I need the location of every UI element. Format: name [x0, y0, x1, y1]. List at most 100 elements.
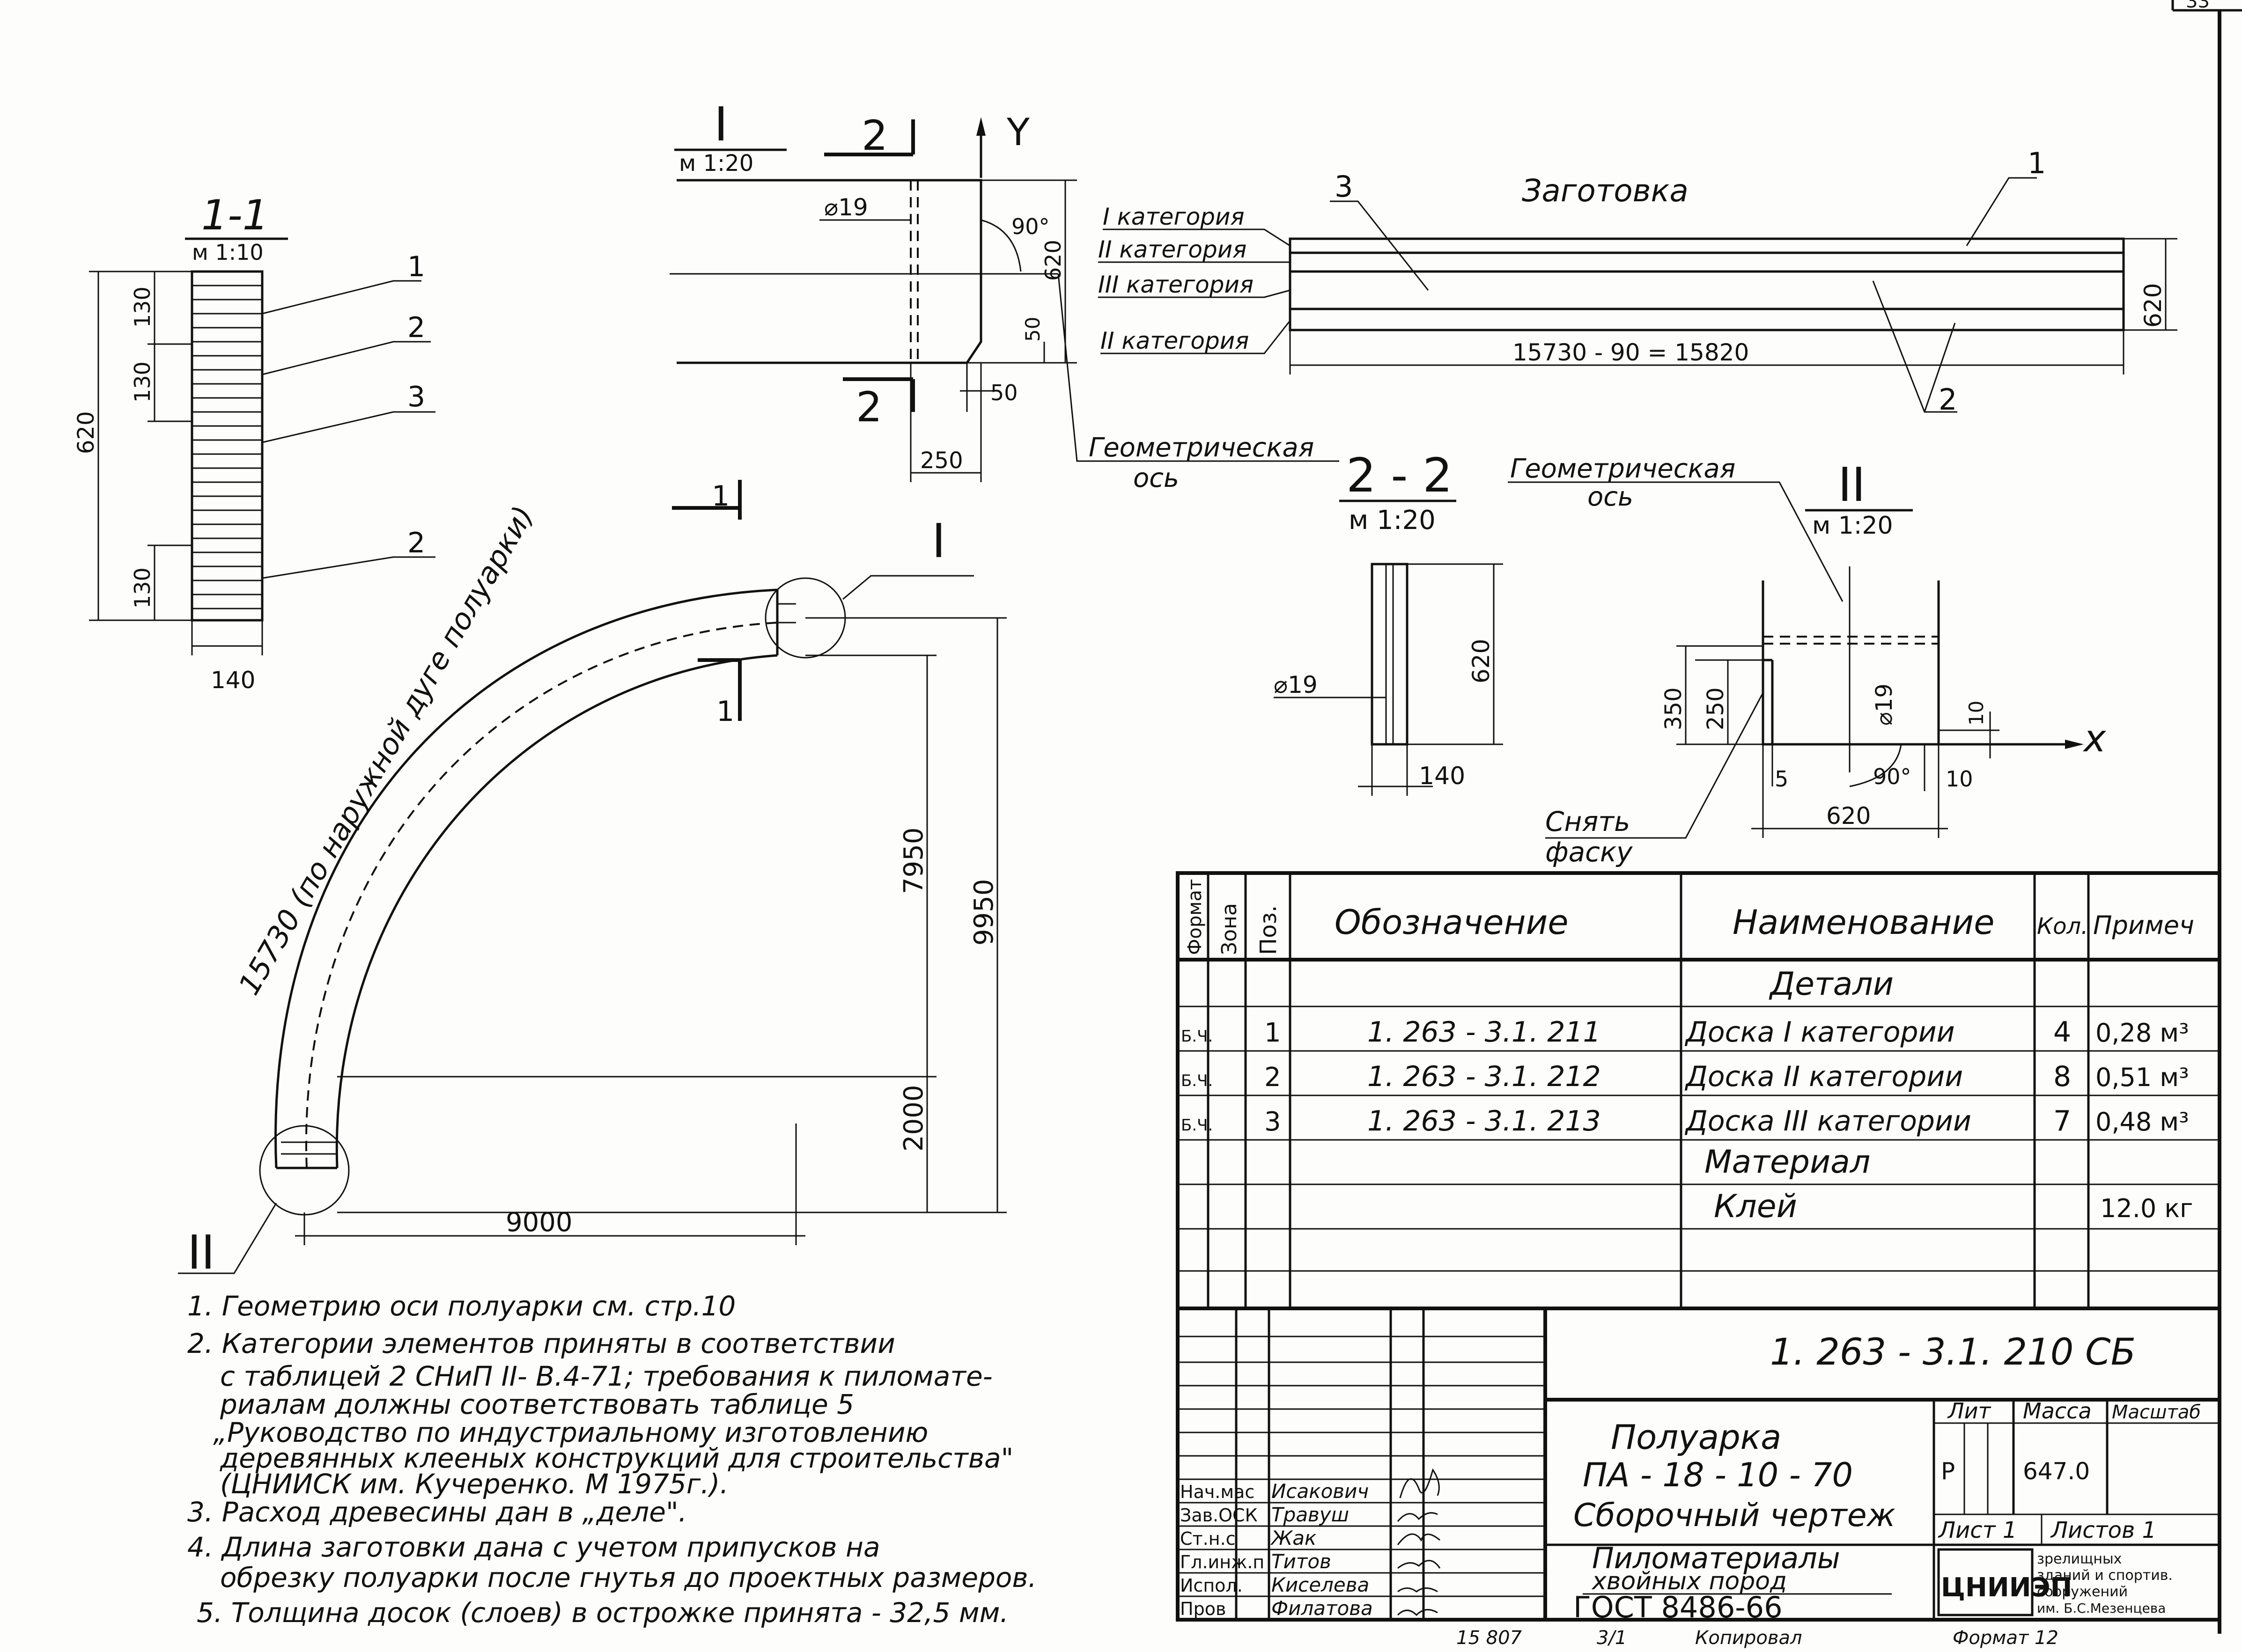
note-4b: обрезку полуарки после гнутья до проектн…: [220, 1562, 1037, 1593]
chamfer-note-1: Снять: [1545, 806, 1630, 837]
spec-section-material: Материал: [1704, 1144, 1870, 1181]
geometric-axis-label-2b: ось: [1587, 482, 1633, 512]
tb-mass: 647.0: [2023, 1458, 2090, 1485]
section-2-2-hole: ⌀19: [1274, 671, 1318, 698]
blank: Заготовка I категория II категория III к…: [1098, 146, 2177, 417]
blank-callout-1: 1: [2028, 146, 2046, 180]
bottom-strip: 15 807 3/1 Копировал Формат 12: [1456, 1627, 2058, 1649]
tb-role-3: Ст.н.с: [1180, 1528, 1236, 1549]
spec-header-pos: Поз.: [1255, 905, 1282, 955]
tb-header-lit: Лит: [1947, 1398, 1991, 1424]
blank-dim-height: 620: [2139, 283, 2167, 328]
tb-name-3: Жак: [1270, 1527, 1317, 1549]
spec-row-3-note: 0,48 м³: [2095, 1107, 2189, 1137]
section-1-1-dim-c: 130: [130, 567, 155, 609]
spec-table: Формат Зона Поз. Обозначение Наименовани…: [1176, 871, 2221, 1310]
section-2-2-dim-width: 140: [1419, 762, 1465, 790]
note-2d: „Руководство по индустриальному изготовл…: [213, 1417, 928, 1448]
tb-material-3: ГОСТ 8486-66: [1573, 1590, 1783, 1624]
spec-row-3-pos: 3: [1264, 1107, 1281, 1137]
tb-designation: 1. 263 - 3.1. 210 СБ: [1770, 1331, 2136, 1373]
tb-header-mass: Масса: [2023, 1398, 2092, 1424]
spec-row-1-note: 0,28 м³: [2095, 1018, 2189, 1048]
spec-row-3-format: Б.Ч.: [1181, 1116, 1213, 1135]
spec-header-name: Наименование: [1733, 903, 1995, 942]
geometric-axis-label-2: Геометрическая: [1510, 454, 1735, 484]
tb-sheets: Листов 1: [2050, 1517, 2156, 1543]
geometric-axis-label-1: Геометрическая: [1089, 433, 1314, 463]
note-2: 2. Категории элементов приняты в соответ…: [187, 1328, 895, 1359]
note-4: 4. Длина заготовки дана с учетом припуск…: [187, 1531, 880, 1563]
section-1-1: 1-1 м 1:10 620 130 130 130: [73, 191, 435, 694]
section-2-2-scale: м 1:20: [1349, 505, 1436, 536]
chamfer-note-2: фаску: [1545, 836, 1633, 868]
section-1-1-callout-3: 3: [407, 381, 425, 413]
spec-header-qty: Кол.: [2037, 913, 2088, 940]
blank-category-4: II категория: [1100, 327, 1249, 354]
view-II-dim-250: 250: [1703, 687, 1729, 730]
tb-org-2: зданий и спортив.: [2037, 1567, 2173, 1584]
org-logo: ЦНИИЭП: [1937, 1548, 2072, 1616]
geometric-axis-label-1b: ось: [1133, 463, 1179, 493]
geometric-axis-note-1: Геометрическая ось: [1057, 273, 1339, 493]
spec-row-2-format: Б.Ч.: [1181, 1072, 1213, 1090]
note-2e: деревянных клееных конструкций для строи…: [220, 1442, 1013, 1474]
section-2-2-dim-height: 620: [1468, 639, 1495, 683]
note-3: 3. Расход древесины дан в „деле".: [187, 1496, 687, 1528]
view-II-hole: ⌀19: [1871, 683, 1897, 726]
tb-material-2: хвойных пород: [1591, 1567, 1787, 1595]
spec-row-1-name: Доска I категории: [1684, 1016, 1955, 1049]
note-5: 5. Толщина досок (слоев) в острожке прин…: [197, 1597, 1009, 1629]
view-II-dim-5: 5: [1775, 766, 1788, 792]
spec-row-2-qty: 8: [2053, 1060, 2071, 1093]
section-1-1-dim-a: 130: [130, 286, 155, 328]
spec-row-2-note: 0,51 м³: [2095, 1063, 2189, 1092]
section-1-1-layers: [192, 285, 262, 609]
spec-section-details: Детали: [1769, 966, 1894, 1003]
half-arch: 15730 (по наружной дуге полуарки) 1 1 I …: [178, 480, 1007, 1280]
title-block: Нач.мас Исакович Зав.ОСК Травуш Ст.н.с Ж…: [1176, 1307, 2221, 1624]
view-I-axis-y: Y: [1006, 110, 1030, 154]
blank-callout-3: 3: [1335, 169, 1353, 204]
section-1-1-callout-2b: 2: [407, 527, 425, 559]
view-I-dim-offset: 250: [920, 448, 963, 474]
view-II-dim-10-v: 10: [1965, 701, 1988, 726]
notes: 1. Геометрию оси полуарки см. стр.10 2. …: [187, 1290, 1037, 1629]
tb-role-1: Нач.мас: [1180, 1482, 1254, 1502]
spec-row-2-designation: 1. 263 - 3.1. 212: [1367, 1060, 1601, 1093]
section-1-1-dim-total: 620: [73, 411, 99, 454]
note-1: 1. Геометрию оси полуарки см. стр.10: [187, 1290, 736, 1322]
bottom-strip-1: 15 807: [1456, 1627, 1522, 1649]
spec-row-3-name: Доска III категории: [1684, 1105, 1971, 1138]
note-2b: с таблицей 2 СНиП II- В.4-71; требования…: [220, 1360, 993, 1392]
org-logo-text: ЦНИИЭП: [1941, 1572, 2072, 1603]
note-2f: (ЦНИИСК им. Кучеренко. М 1975г.).: [220, 1468, 729, 1500]
section-2-2: 2 - 2 м 1:20 620 ⌀19 140: [1274, 448, 1503, 796]
spec-row-1-format: Б.Ч.: [1181, 1027, 1213, 1046]
spec-row-2-name: Доска II категории: [1684, 1060, 1963, 1093]
section-1-1-title: 1-1: [201, 191, 269, 239]
view-I-dim-chamfer-h: 50: [990, 380, 1018, 405]
tb-name-5: Киселева: [1271, 1573, 1369, 1596]
section-1-1-callout-1: 1: [407, 250, 425, 283]
view-I-angle: 90°: [1011, 214, 1050, 239]
tb-sheet: Лист 1: [1938, 1517, 2017, 1543]
blank-dim-length: 15730 - 90 = 15820: [1512, 339, 1749, 366]
view-I-dim-height: 620: [1040, 240, 1066, 281]
view-II-title: II: [1838, 457, 1866, 512]
arch-dim-9950: 9950: [969, 879, 999, 946]
spec-row-1-qty: 4: [2053, 1016, 2071, 1049]
bottom-strip-2: 3/1: [1597, 1627, 1627, 1649]
spec-header-format: Формат: [1184, 879, 1206, 955]
spec-row-1-pos: 1: [1264, 1018, 1281, 1048]
view-II-dim-10-h: 10: [1946, 766, 1973, 792]
tb-name-6: Филатова: [1271, 1597, 1373, 1620]
view-I: I м 1:20 2 2 Y ⌀19 90° 620 50 50: [670, 97, 1077, 482]
view-I-dim-chamfer-v: 50: [1021, 317, 1044, 342]
spec-material-name: Клей: [1714, 1188, 1797, 1225]
bottom-strip-4: Формат 12: [1953, 1627, 2058, 1649]
view-II-scale: м 1:20: [1812, 512, 1893, 540]
geometric-axis-note-2: Геометрическая ось: [1508, 454, 1844, 602]
tb-org-4: им. Б.С.Мезенцева: [2037, 1601, 2166, 1616]
tb-role-6: Пров: [1180, 1599, 1226, 1619]
